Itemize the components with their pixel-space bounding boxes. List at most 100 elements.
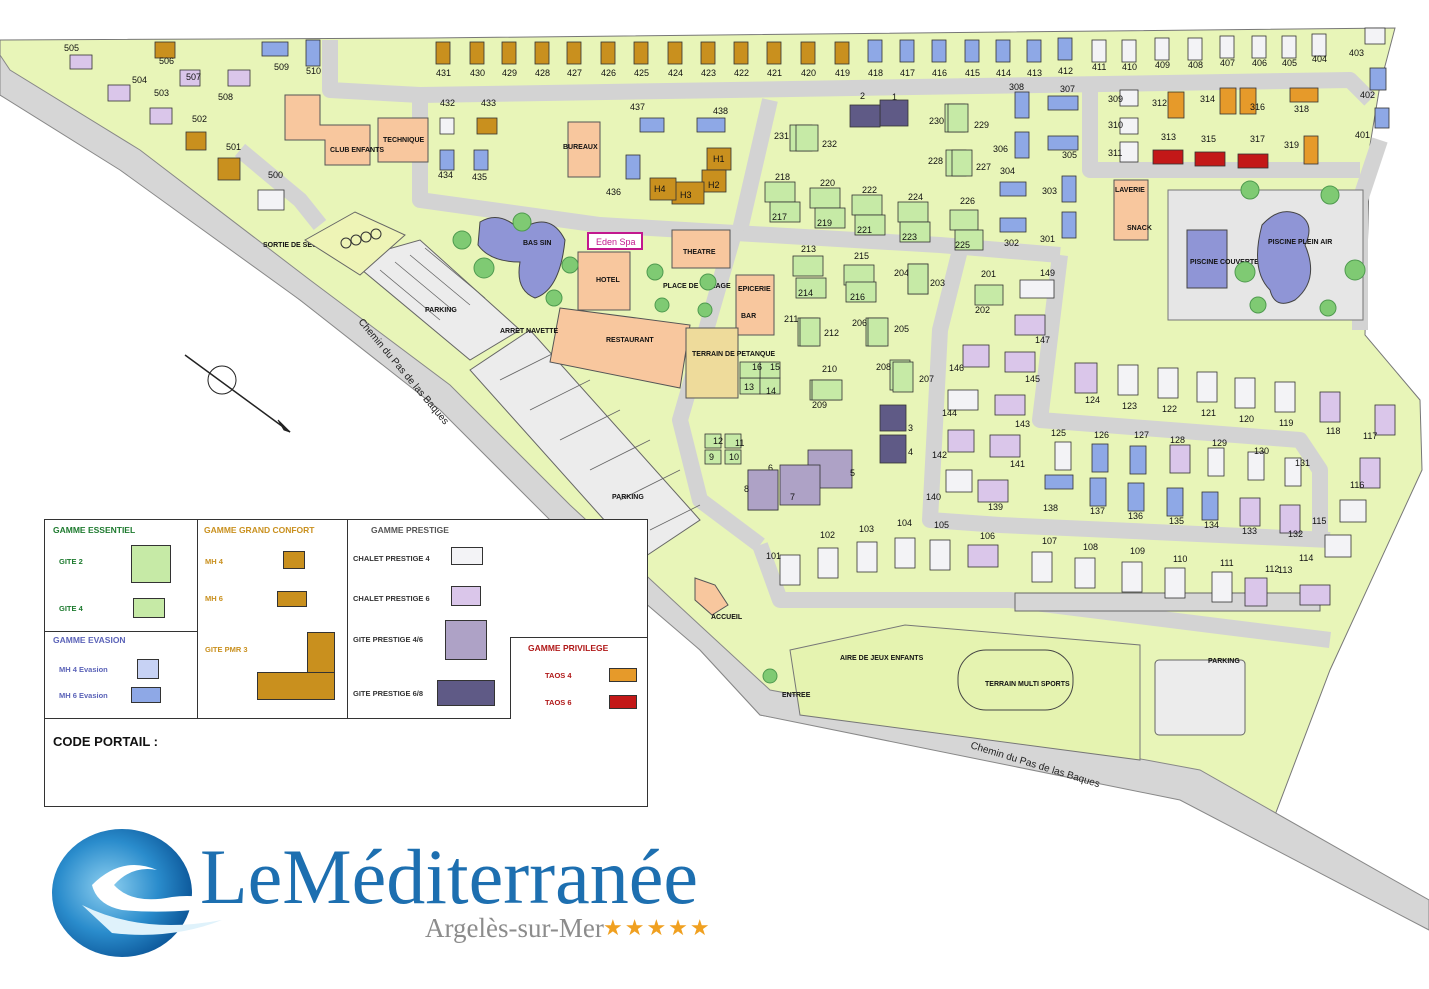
lot-309 xyxy=(1119,89,1139,107)
lot-label-433: 433 xyxy=(481,98,496,108)
lot-label-214: 214 xyxy=(798,288,813,298)
legend: GAMME ESSENTIEL GITE 2 GITE 4 GAMME EVAS… xyxy=(44,519,648,807)
lot-label-9: 9 xyxy=(709,452,714,462)
lot-label-1: 1 xyxy=(892,92,897,102)
lot-label-137: 137 xyxy=(1090,506,1105,516)
brand-name: LeMéditerranée xyxy=(200,833,699,920)
lot-label-108: 108 xyxy=(1083,542,1098,552)
lot-label-425: 425 xyxy=(634,68,649,78)
lot-142 xyxy=(947,429,975,453)
label-technique: TECHNIQUE xyxy=(383,137,425,144)
code-portail-label: CODE PORTAIL : xyxy=(53,734,158,749)
lot-label-313: 313 xyxy=(1161,132,1176,142)
lot-label-211: 211 xyxy=(784,314,798,324)
lot-label-144: 144 xyxy=(942,408,957,418)
lot-408 xyxy=(1187,37,1203,61)
lot-311 xyxy=(1119,141,1139,163)
lot-label-143: 143 xyxy=(1015,419,1030,429)
lot-label-423: 423 xyxy=(701,68,716,78)
lot-205 xyxy=(867,317,889,347)
lot-label-315: 315 xyxy=(1201,134,1216,144)
lot-label-115: 115 xyxy=(1312,516,1326,526)
lot-10 xyxy=(724,449,742,465)
lot-304 xyxy=(999,181,1027,197)
lot-label-H3: H3 xyxy=(680,190,692,200)
lot-label-118: 118 xyxy=(1326,426,1340,436)
lot-label-317: 317 xyxy=(1250,134,1265,144)
legend-gite2: GITE 2 xyxy=(59,557,83,566)
lot-label-229: 229 xyxy=(974,120,989,130)
lot-label-510: 510 xyxy=(306,66,321,76)
lot-label-406: 406 xyxy=(1252,58,1267,68)
lot-label-508: 508 xyxy=(218,92,233,102)
lot-437 xyxy=(639,117,665,133)
lot-label-121: 121 xyxy=(1201,408,1216,418)
lot-225 xyxy=(954,229,984,251)
lot-314 xyxy=(1219,87,1237,115)
lot-426 xyxy=(600,41,616,65)
lot-label-419: 419 xyxy=(835,68,850,78)
lot-130 xyxy=(1247,451,1265,481)
lot-415 xyxy=(964,39,980,63)
lot-label-101: 101 xyxy=(766,551,781,561)
label-club-enfants: CLUB ENFANTS xyxy=(330,147,384,154)
lot-label-145: 145 xyxy=(1025,374,1040,384)
legend-essentiel: GAMME ESSENTIEL GITE 2 GITE 4 GAMME EVAS… xyxy=(45,520,198,718)
lot-label-223: 223 xyxy=(902,232,917,242)
lot-112 xyxy=(1244,577,1268,607)
lot-label-432: 432 xyxy=(440,98,455,108)
lot-207 xyxy=(892,361,914,393)
terrain-multi-sports xyxy=(957,649,1074,711)
lot-label-427: 427 xyxy=(567,68,582,78)
lot-123 xyxy=(1117,364,1139,396)
lot-510 xyxy=(305,39,321,67)
lot-label-228: 228 xyxy=(928,156,943,166)
lot-label-230: 230 xyxy=(929,116,944,126)
lot-label-123: 123 xyxy=(1122,401,1137,411)
label-eden-spa: Eden Spa xyxy=(596,237,636,247)
lot-label-402: 402 xyxy=(1360,90,1375,100)
lot-6 xyxy=(779,464,821,506)
lot-label-6: 6 xyxy=(768,463,773,473)
lot-label-224: 224 xyxy=(908,192,923,202)
lot-106 xyxy=(967,544,999,568)
lot-label-104: 104 xyxy=(897,518,912,528)
legend-essentiel-title: GAMME ESSENTIEL xyxy=(53,525,136,535)
lot-label-203: 203 xyxy=(930,278,945,288)
lot-201 xyxy=(974,284,1004,306)
label-piscine-couverte: PISCINE COUVERTE xyxy=(1190,259,1259,266)
lot-label-302: 302 xyxy=(1004,238,1019,248)
legend-taos6: TAOS 6 xyxy=(545,698,572,707)
lot-label-149: 149 xyxy=(1040,268,1055,278)
lot-label-103: 103 xyxy=(859,524,874,534)
legend-grand-confort-title: GAMME GRAND CONFORT xyxy=(204,525,315,535)
lot-129 xyxy=(1207,447,1225,477)
lot-416 xyxy=(931,39,947,63)
lot-420 xyxy=(800,41,816,65)
lot-141 xyxy=(989,434,1021,458)
lot-label-311: 311 xyxy=(1108,148,1122,158)
lot-label-120: 120 xyxy=(1239,414,1254,424)
lot-405 xyxy=(1281,35,1297,59)
legend-gite-prestige68: GITE PRESTIGE 6/8 xyxy=(353,689,424,698)
lot-label-417: 417 xyxy=(900,68,915,78)
lot-label-102: 102 xyxy=(820,530,835,540)
label-petanque: TERRAIN DE PETANQUE xyxy=(692,351,775,358)
lot-label-431: 431 xyxy=(436,68,451,78)
lot-H2 xyxy=(701,169,727,193)
label-entree: ENTREE xyxy=(782,692,811,699)
lot-label-106: 106 xyxy=(980,531,995,541)
label-bar: BAR xyxy=(741,313,756,320)
lot-label-438: 438 xyxy=(713,106,728,116)
lot-label-408: 408 xyxy=(1188,60,1203,70)
lot-H4 xyxy=(649,177,677,201)
lot-label-226: 226 xyxy=(960,196,975,206)
lot-label-140: 140 xyxy=(926,492,941,502)
swatch-mh4 xyxy=(283,551,305,569)
lot-226 xyxy=(949,209,979,231)
lot-136 xyxy=(1127,482,1145,512)
lot-label-139: 139 xyxy=(988,502,1003,512)
lot-label-119: 119 xyxy=(1279,418,1293,428)
lot-label-308: 308 xyxy=(1009,82,1024,92)
lot-label-232: 232 xyxy=(822,139,837,149)
